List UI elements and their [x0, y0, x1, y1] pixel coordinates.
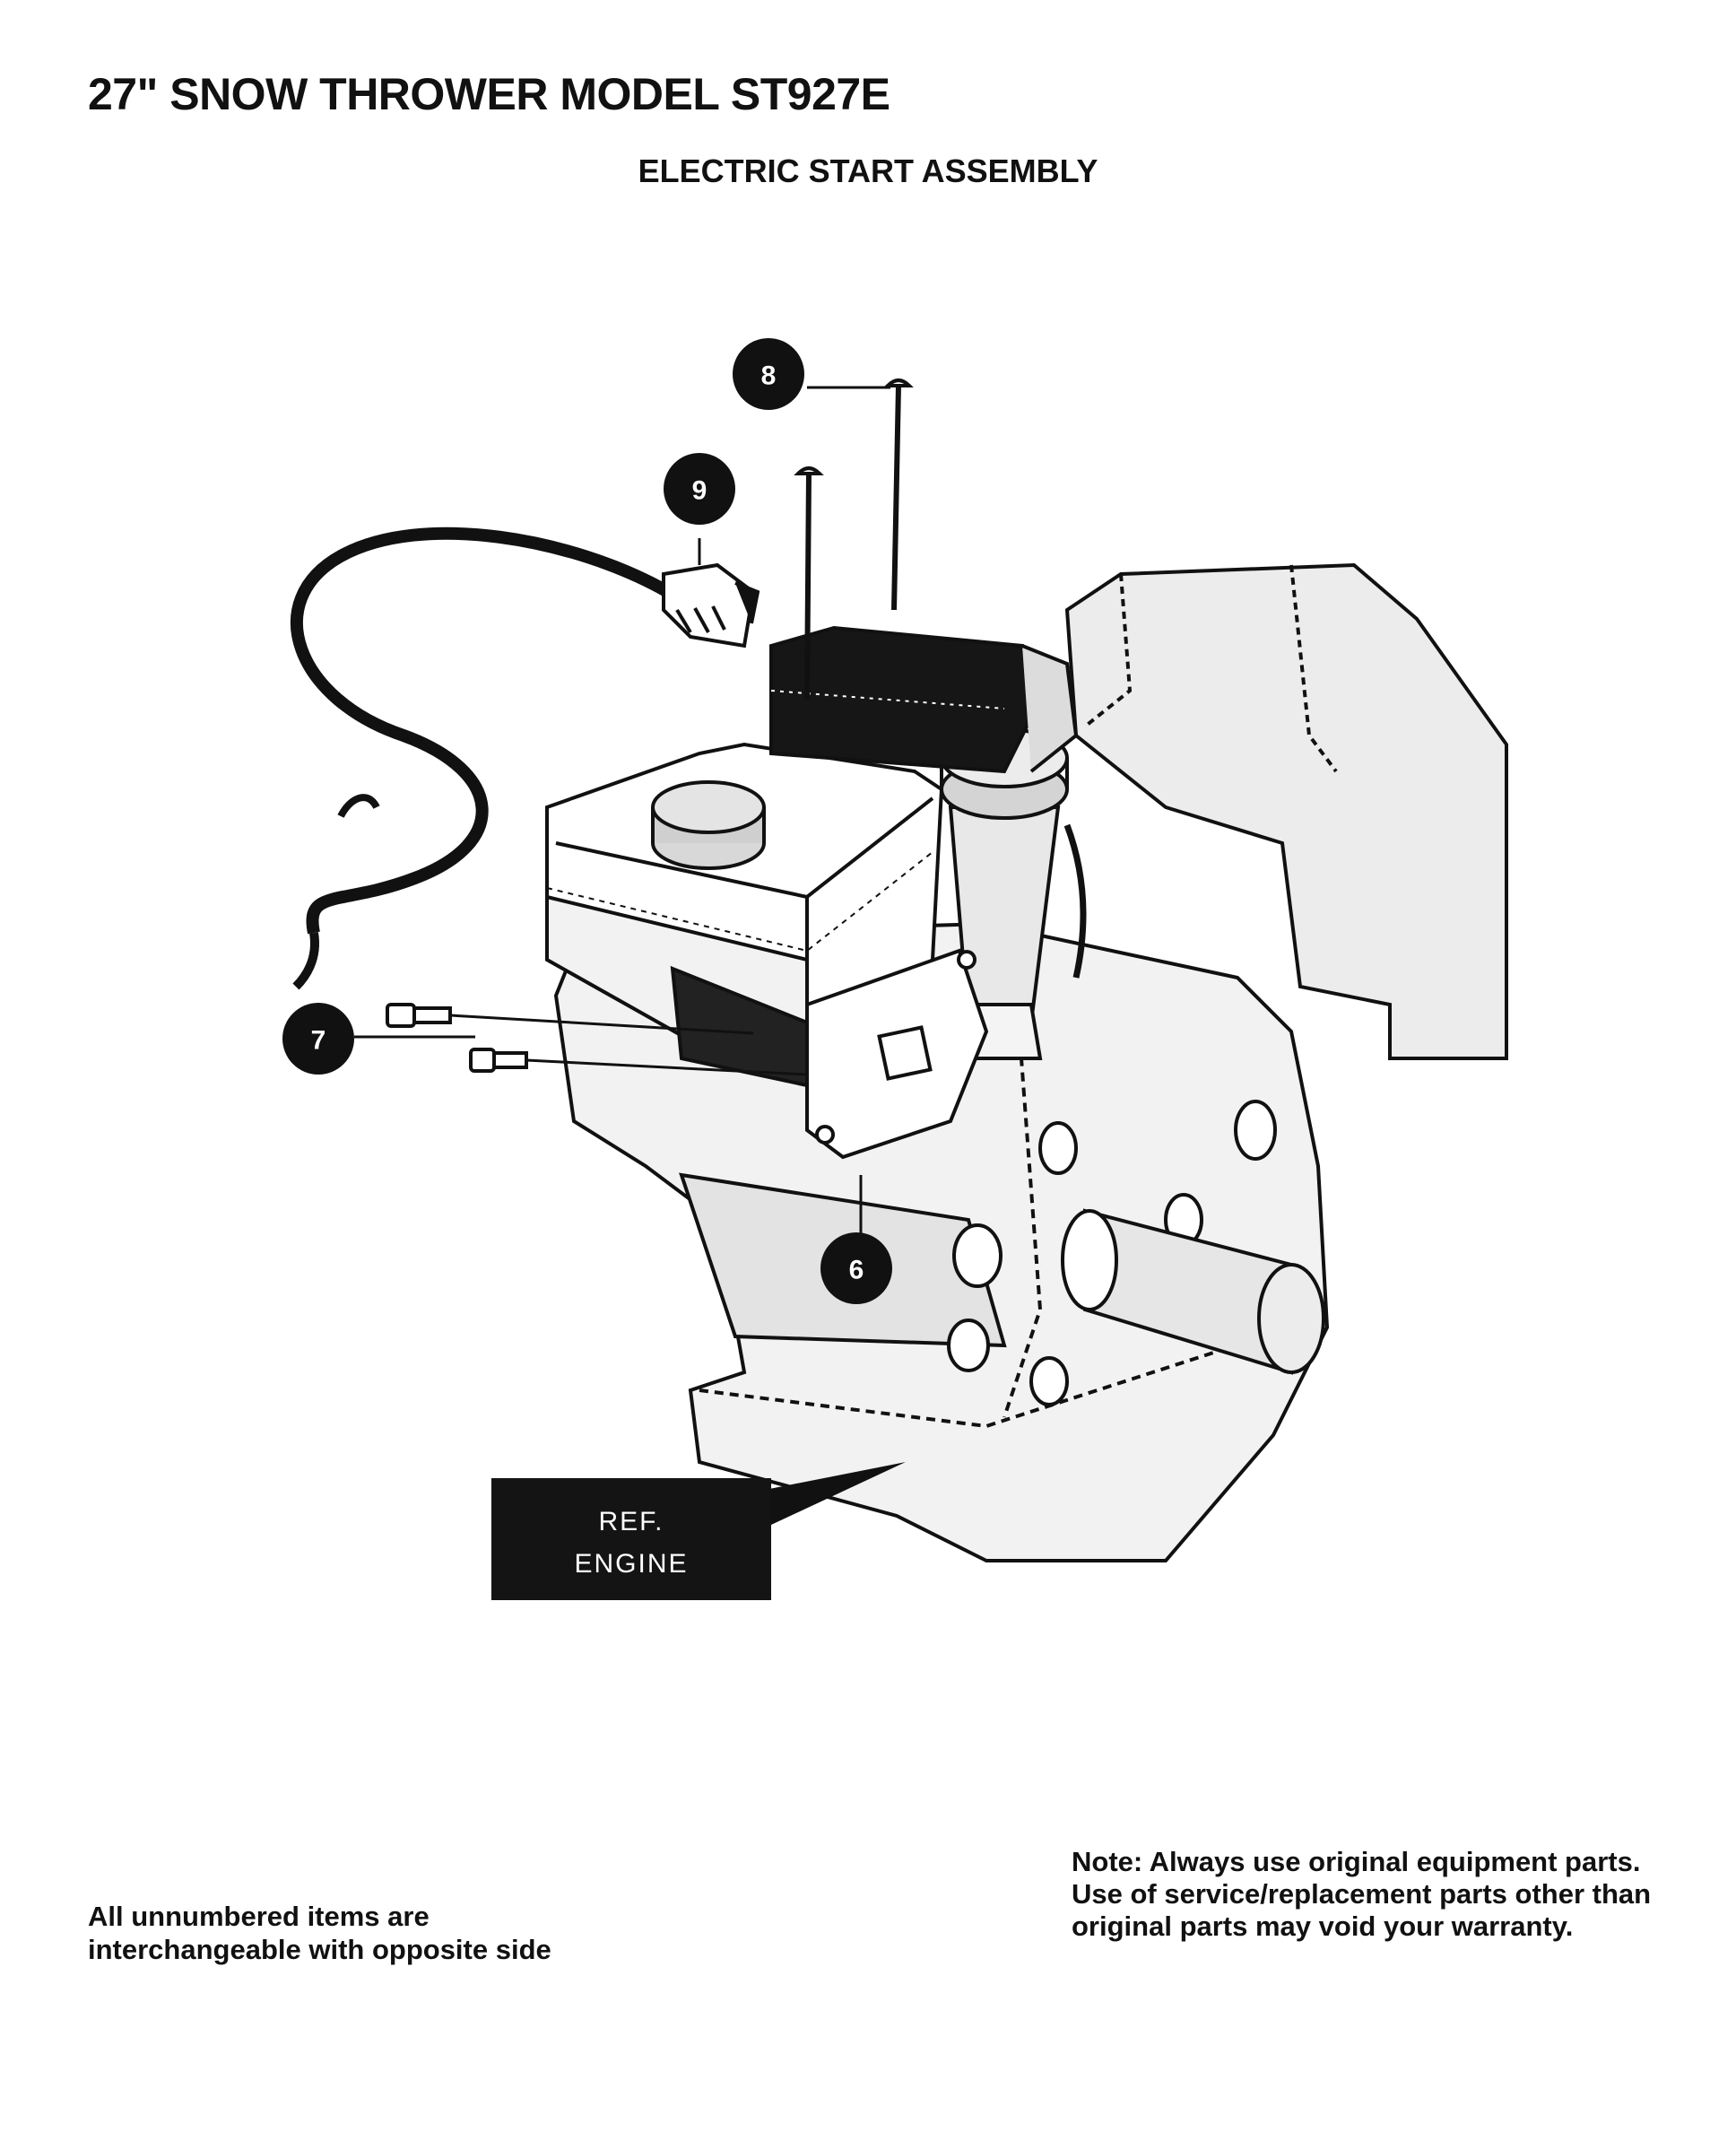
leader-lines: [354, 386, 890, 1233]
svg-text:9: 9: [692, 476, 707, 506]
blower-housing: [1064, 562, 1508, 1060]
power-cord: [290, 527, 672, 990]
crankshaft: [1061, 1208, 1325, 1375]
section-title: ELECTRIC START ASSEMBLY: [638, 152, 1098, 189]
svg-text:REF.: REF.: [598, 1507, 664, 1536]
exploded-parts-diagram: 8 9 7 6 REF. ENGINE: [282, 338, 1508, 1600]
switch-box-screws: [794, 379, 914, 701]
svg-text:ENGINE: ENGINE: [574, 1549, 688, 1579]
ref-engine-label: REF. ENGINE: [491, 1462, 906, 1600]
page-title: 27" SNOW THROWER MODEL ST927E: [88, 69, 890, 119]
callout-6: 6: [820, 1232, 892, 1304]
warranty-note: Note: Always use original equipment part…: [1072, 1846, 1652, 1942]
callout-8: 8: [733, 338, 804, 410]
callout-9: 9: [664, 453, 735, 525]
svg-text:7: 7: [311, 1026, 326, 1056]
starter-switch-box: [769, 625, 1079, 774]
mounting-bosses: [947, 1100, 1277, 1406]
fuel-cap: [651, 780, 766, 870]
svg-text:6: 6: [849, 1256, 864, 1285]
unnumbered-items-note: All unnumbered items are interchangeable…: [88, 1901, 551, 1965]
svg-text:8: 8: [761, 361, 777, 391]
starter-motor: [670, 948, 989, 1160]
power-plug: [662, 562, 760, 648]
starter-screws: [386, 1003, 808, 1076]
engine-crankcase: [553, 921, 1330, 1562]
callout-7: 7: [282, 1003, 354, 1075]
